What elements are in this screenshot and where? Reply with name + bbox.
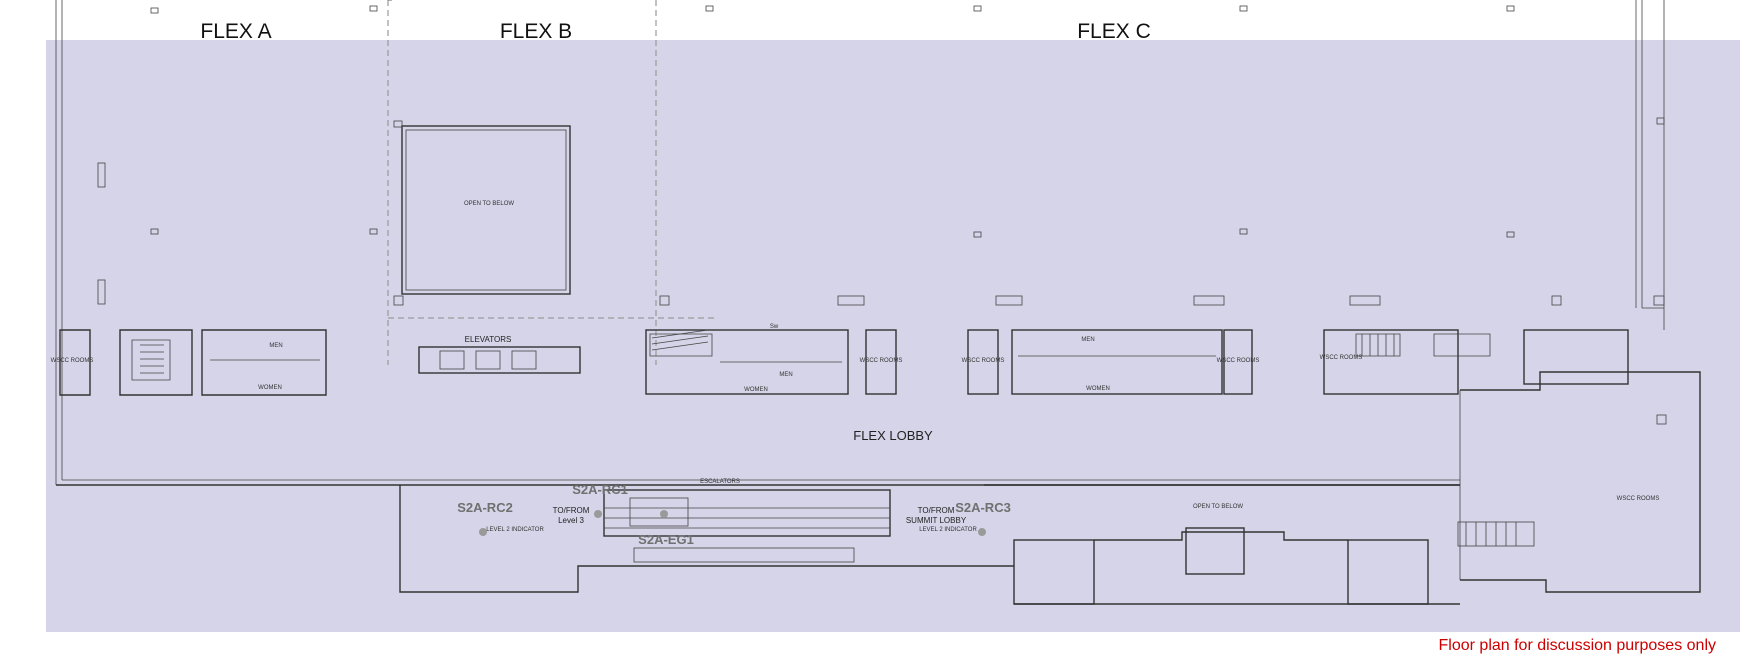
wscc-rooms-label-5: WSCC ROOMS [1320, 355, 1363, 361]
escalators-label: ESCALATORS [700, 479, 740, 485]
wscc-rooms-label-4: WSCC ROOMS [1217, 358, 1260, 364]
men-label-1: MEN [269, 343, 282, 349]
women-label-3: WOMEN [1086, 386, 1110, 392]
flex-c-label: FLEX C [1077, 20, 1151, 43]
summit-lobby-label: SUMMIT LOBBY [906, 516, 967, 525]
open-to-below-upper [401, 125, 571, 295]
flex-b-boundary [387, 0, 716, 365]
to-from-right-label: TO/FROM [918, 506, 955, 515]
open-to-below-lower-label: OPEN TO BELOW [1193, 504, 1243, 510]
to-from-left-label: TO/FROM [553, 506, 590, 515]
left-core-block: WSCC ROOMS MEN WOMEN [51, 329, 327, 396]
s2a-rc3-label: S2A-RC3 [955, 500, 1011, 515]
wscc-rooms-label-2: WSCC ROOMS [860, 358, 903, 364]
right-center-core-block: WSCC ROOMS MEN WOMEN WSCC ROOMS [962, 329, 1260, 395]
center-core-block: Sw MEN WOMEN WSCC ROOMS [645, 324, 903, 395]
wscc-rooms-label-3: WSCC ROOMS [962, 358, 1005, 364]
women-label-1: WOMEN [258, 385, 282, 391]
elevators-label: ELEVATORS [465, 335, 512, 344]
open-to-below-upper-label: OPEN TO BELOW [464, 201, 514, 207]
disclaimer-text: Floor plan for discussion purposes only [1438, 637, 1716, 654]
level-indicator-right: LEVEL 2 INDICATOR [919, 527, 977, 533]
men-label-3: MEN [1081, 337, 1094, 343]
column-markers [97, 5, 1665, 306]
elevator-bank: ELEVATORS [418, 335, 581, 374]
women-label-2: WOMEN [744, 387, 768, 393]
s2a-rc2-label: S2A-RC2 [457, 500, 513, 515]
right-stair-block: WSCC ROOMS [1320, 329, 1629, 395]
lower-structure: OPEN TO BELOW [399, 484, 1460, 605]
flex-lobby-label: FLEX LOBBY [853, 428, 933, 443]
men-label-2: MEN [779, 372, 792, 378]
wscc-rooms-label-6: WSCC ROOMS [1617, 496, 1660, 502]
wscc-rooms-label-1: WSCC ROOMS [51, 358, 94, 364]
escalator-bank: ESCALATORS [603, 479, 891, 563]
level-indicator-left: LEVEL 2 INDICATOR [486, 527, 544, 533]
sw-label: Sw [770, 324, 779, 330]
s2a-rc1-label: S2A-RC1 [572, 482, 628, 497]
level-3-label: Level 3 [558, 516, 584, 525]
flex-b-label: FLEX B [500, 20, 572, 43]
flex-a-label: FLEX A [200, 20, 271, 43]
s2a-eg1-label: S2A-EG1 [638, 532, 694, 547]
sign-markers [479, 510, 986, 536]
